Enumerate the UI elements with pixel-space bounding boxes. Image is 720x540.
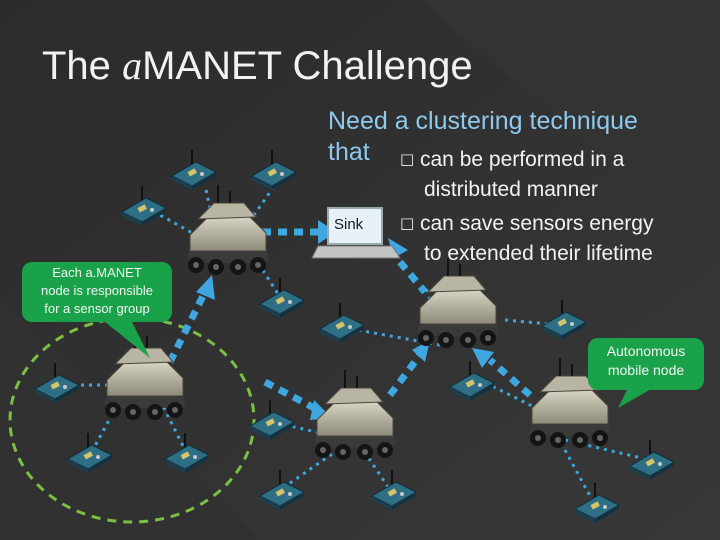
callout-line-3: for a sensor group — [44, 301, 150, 316]
callout-line-2: mobile node — [607, 362, 685, 378]
bullet-2-line-2: to extended their lifetime — [424, 242, 653, 265]
intro-line-2: that — [328, 138, 370, 166]
laptop-icon — [311, 207, 401, 259]
bullet-mark-icon: □ — [400, 150, 415, 168]
callout-autonomous-node: Autonomous mobile node — [588, 338, 704, 390]
callout-tail — [618, 384, 660, 408]
callout-line-1: Autonomous — [606, 343, 686, 359]
background-facet — [420, 0, 720, 260]
sink-label: Sink — [334, 216, 364, 233]
bullet-1-line-2: distributed manner — [424, 178, 598, 201]
intro-text: Need a clustering technique that — [328, 106, 638, 168]
bullet-1-line-1: can be performed in a — [420, 148, 625, 171]
bullet-mark-icon: □ — [400, 214, 415, 232]
bullet-1: □ can be performed in a distributed manne… — [400, 144, 624, 205]
callout-amanet-node: Each a.MANET node is responsible for a s… — [22, 262, 172, 322]
callout-line-1: Each a.MANET — [52, 265, 142, 280]
callout-tail — [100, 318, 150, 358]
background-facet — [0, 300, 260, 540]
intro-line-1: Need a clustering technique — [328, 107, 638, 135]
bullet-2: □ can save sensors energy to extended the… — [400, 208, 653, 269]
slide-title: The aMANET Challenge — [42, 43, 473, 88]
bullet-2-line-1: can save sensors energy — [420, 212, 654, 235]
callout-line-2: node is responsible — [40, 283, 154, 298]
